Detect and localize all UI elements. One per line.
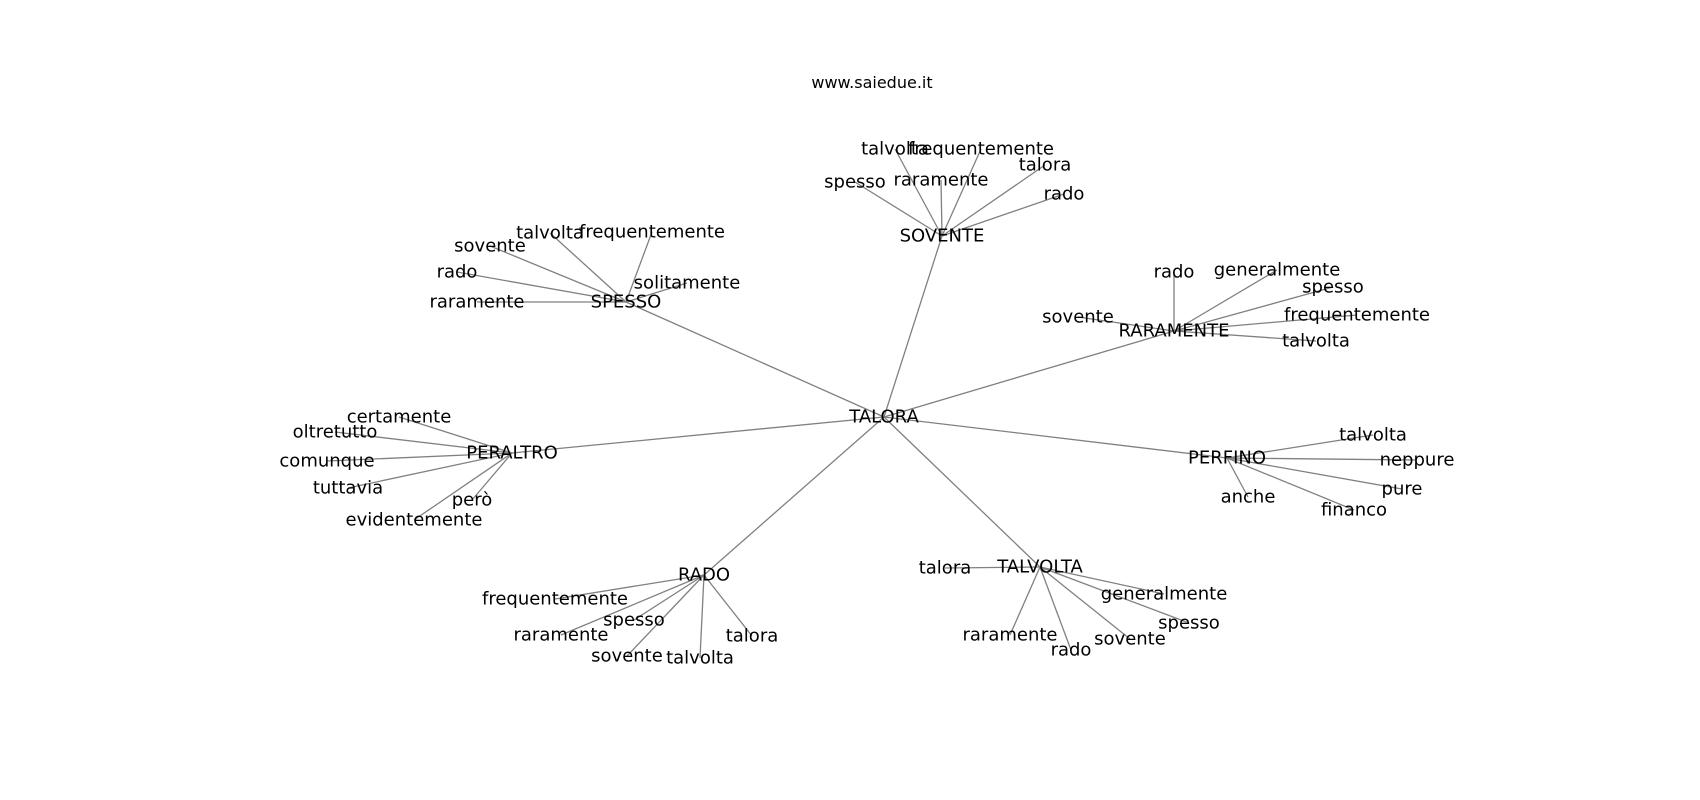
edge-sovente-0 [854,181,943,237]
leaf-node-label: talvolta [666,648,734,669]
leaf-node-label: certamente [347,407,452,428]
edge-spesso-2 [625,231,653,303]
edge-peraltro-1 [334,431,513,454]
edge-rado-1 [633,574,705,621]
leaf-node-label: rado [1051,640,1092,661]
edge-raramente-3 [1077,316,1175,332]
leaf-node-label: sovente [591,646,663,667]
leaf-node-label: sovente [1042,307,1114,328]
site-credit: www.saiedue.it [811,73,932,92]
edge-talvolta-3 [1009,566,1041,636]
leaf-node-label: frequentemente [1284,305,1430,326]
edge-perfino-3 [1226,457,1249,498]
leaf-node-label: rado [1044,184,1085,205]
edge-spesso-3 [456,271,627,303]
hub-node-label: TALVOLTA [996,557,1083,578]
leaf-node-label: anche [1221,487,1276,508]
hub-node-label: RARAMENTE [1119,321,1230,342]
edge-rado-5 [703,574,753,637]
edge-sovente-2 [941,148,982,237]
label-layer: TALORASOVENTEspessotalvoltafrequentement… [279,139,1454,669]
leaf-node-label: talora [919,558,972,579]
edge-peraltro-2 [326,452,513,462]
leaf-node-label: comunque [279,451,374,472]
edge-talvolta-4 [1039,566,1072,651]
leaf-node-label: frequentemente [579,222,725,243]
leaf-node-label: raramente [429,292,524,313]
leaf-node-label: rado [437,262,478,283]
edge-raramente-1 [1173,269,1278,332]
edge-talvolta-1 [1039,566,1165,595]
edge-rado-0 [554,574,705,600]
leaf-node-label: evidentemente [346,510,483,531]
hub-node-label: SPESSO [591,292,662,313]
leaf-node-label: spesso [1158,613,1220,634]
leaf-node-label: talvolta [1282,331,1350,352]
leaf-node-label: talvolta [1339,425,1407,446]
edge-sovente-1 [894,148,943,237]
edge-raramente-4 [1173,314,1358,332]
edge-perfino-0 [1226,434,1374,459]
hub-node-label: RADO [678,565,730,586]
hub-node-label: PERALTRO [466,443,558,464]
leaf-node-label: tuttavia [313,478,383,499]
edge-raramente-2 [1173,286,1334,332]
edge-raramente-5 [1173,330,1317,342]
leaf-node-label: raramente [962,625,1057,646]
leaf-node-label: solitamente [634,273,741,294]
leaf-node-label: pure [1382,479,1423,500]
edge-sovente-3 [940,179,943,237]
leaf-node-label: raramente [513,625,608,646]
edge-talvolta-0 [944,566,1041,569]
edge-root-perfino [883,416,1228,459]
edge-sovente-4 [941,164,1046,237]
edge-spesso-1 [549,232,627,303]
edge-root-talvolta [883,416,1041,568]
leaf-node-label: talvolta [516,223,584,244]
edge-root-sovente [883,235,943,418]
leaf-node-label: rado [1154,262,1195,283]
leaf-node-label: frequentemente [908,139,1054,160]
edge-rado-4 [699,574,705,659]
leaf-node-label: spesso [1302,277,1364,298]
edge-root-peraltro [511,416,885,454]
leaf-node-label: spesso [603,610,665,631]
edge-peraltro-0 [398,416,513,454]
edge-peraltro-4 [471,452,513,501]
leaf-node-label: generalmente [1101,584,1228,605]
edge-root-raramente [883,330,1175,418]
edge-talvolta-5 [1039,566,1131,640]
edge-rado-3 [626,574,705,657]
leaf-node-label: sovente [1094,629,1166,650]
edge-sovente-5 [941,193,1065,237]
edge-rado-2 [560,574,705,636]
edge-perfino-2 [1226,457,1403,490]
leaf-node-label: talora [726,626,779,647]
edge-spesso-5 [625,282,688,303]
edge-peraltro-3 [347,452,513,489]
leaf-node-label: talora [1019,155,1072,176]
leaf-node-label: però [452,490,493,511]
leaf-node-label: oltretutto [293,422,378,443]
hub-node-label: PERFINO [1188,448,1266,469]
leaf-node-label: neppure [1380,450,1455,471]
leaf-node-label: sovente [454,236,526,257]
leaf-node-label: talvolta [861,139,929,160]
edge-perfino-4 [1226,457,1355,511]
edge-perfino-1 [1226,457,1418,461]
leaf-node-label: spesso [824,172,886,193]
root-node-label: TALORA [848,407,919,428]
leaf-node-label: frequentemente [482,589,628,610]
edge-root-spesso [625,301,885,418]
leaf-node-label: raramente [893,170,988,191]
edge-layer [326,148,1418,659]
edge-root-rado [703,416,885,576]
leaf-node-label: financo [1321,500,1387,521]
hub-node-label: SOVENTE [900,226,985,247]
edge-spesso-0 [489,245,627,303]
edge-peraltro-5 [413,452,513,521]
edge-talvolta-2 [1039,566,1190,624]
leaf-node-label: generalmente [1214,260,1341,281]
